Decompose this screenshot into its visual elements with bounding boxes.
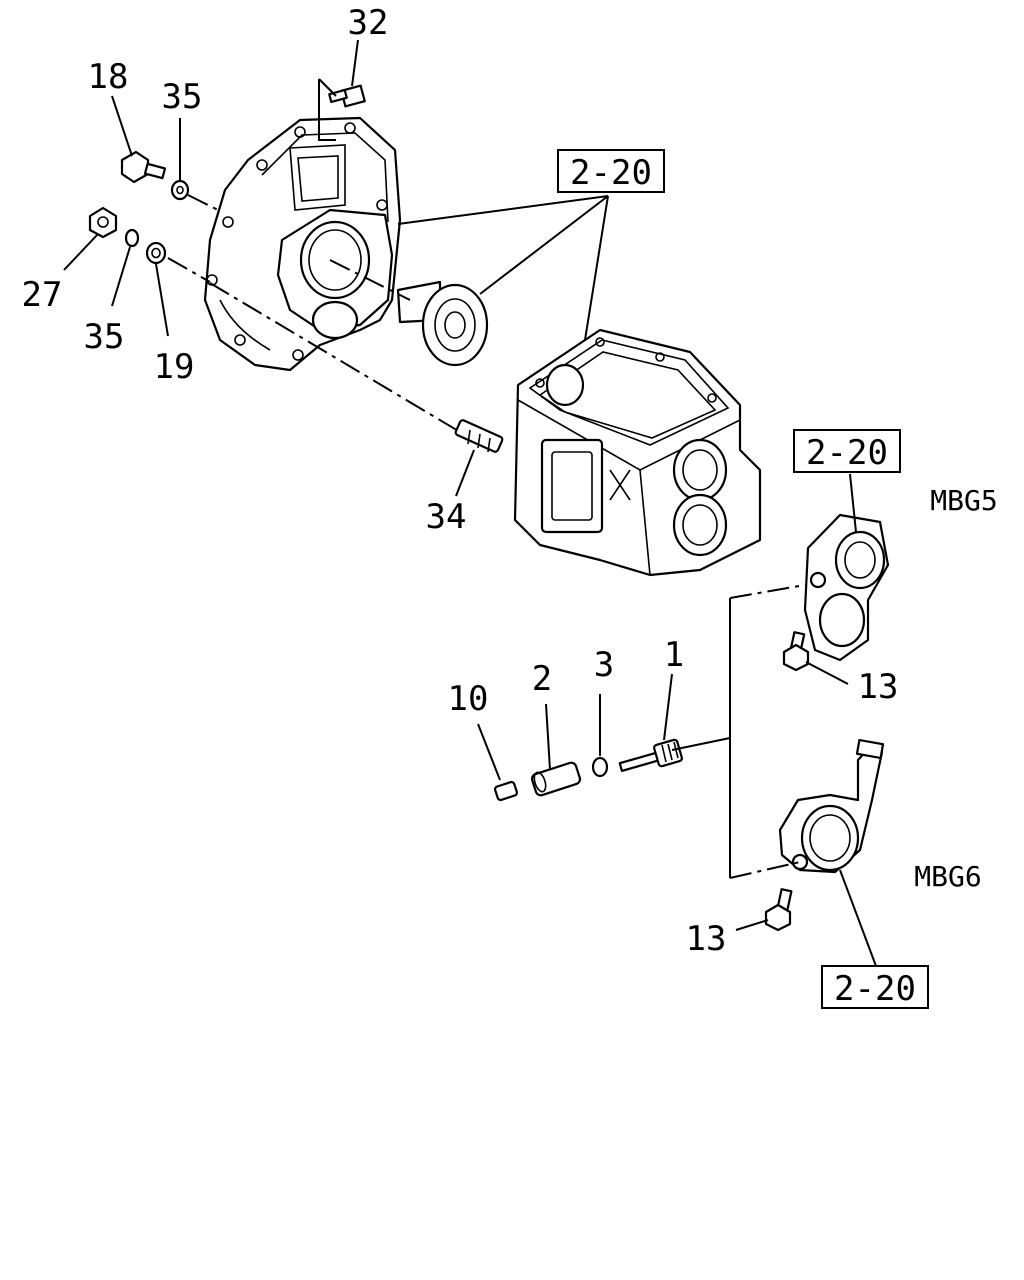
o-ring-3-part — [591, 756, 609, 778]
washer-19-part — [145, 241, 167, 265]
reference-label-bottom: 2-20 — [834, 969, 916, 1009]
speedometer-gear-1-part — [618, 738, 683, 773]
reference-box-mid: 2-20 — [793, 429, 901, 473]
bolt-32-part — [328, 84, 366, 108]
washer-35a-part — [170, 179, 190, 201]
callout-34: 34 — [426, 497, 467, 537]
extension-housing-mbg6-part — [778, 738, 885, 874]
lock-washer-35b-part — [124, 228, 140, 248]
callout-13-lower: 13 — [686, 919, 727, 959]
callout-19: 19 — [154, 347, 195, 387]
callout-1: 1 — [664, 635, 684, 675]
callout-35-bottom: 35 — [84, 317, 125, 357]
assembly-lines — [167, 78, 806, 879]
bolt-13b-part — [764, 888, 793, 932]
plug-10-part — [494, 780, 518, 802]
reference-box-bottom: 2-20 — [821, 965, 929, 1009]
callout-18: 18 — [88, 57, 129, 97]
bolt-18-part — [120, 150, 167, 184]
reference-label-mid: 2-20 — [806, 433, 888, 473]
transmission-case-part — [513, 328, 762, 577]
model-code-mbg6: MBG6 — [914, 860, 981, 893]
bearing-retainer-part — [396, 280, 489, 367]
stud-34-part — [454, 419, 504, 453]
callout-35-top: 35 — [162, 77, 203, 117]
bolt-13a-part — [782, 631, 810, 672]
callout-32: 32 — [348, 3, 389, 43]
nut-27-part — [88, 206, 118, 239]
reference-box-top: 2-20 — [557, 149, 665, 193]
clutch-housing-part — [203, 116, 402, 372]
leader-lines — [63, 39, 877, 967]
callout-10: 10 — [448, 679, 489, 719]
callout-2: 2 — [532, 659, 552, 699]
model-code-mbg5: MBG5 — [930, 484, 997, 517]
reference-label-top: 2-20 — [570, 153, 652, 193]
extension-housing-mbg5-part — [803, 513, 890, 662]
sleeve-2-part — [530, 761, 582, 797]
callout-3: 3 — [594, 645, 614, 685]
callout-27: 27 — [22, 275, 63, 315]
callout-13-upper: 13 — [858, 667, 899, 707]
